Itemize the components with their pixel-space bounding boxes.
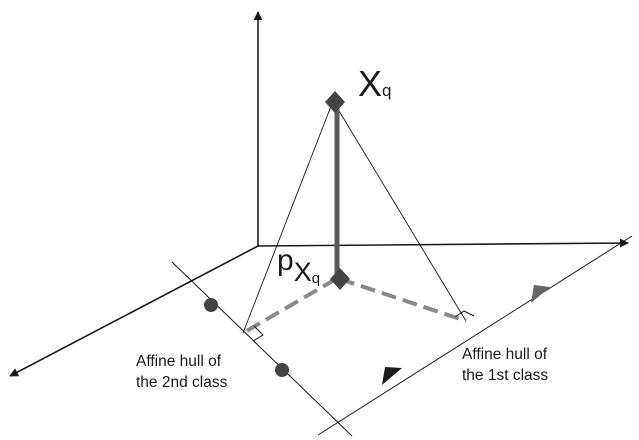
dashed-to-hull-2 [241, 277, 338, 335]
dashed-projections [241, 277, 467, 335]
projection-point-label: pXq [277, 244, 320, 287]
affine-hull-2nd-class-line [171, 261, 353, 437]
hull-1-direction-marker-lower [382, 367, 402, 385]
projection-point-marker [330, 268, 350, 290]
projection-edges [242, 100, 467, 334]
hull-1-direction-marker-upper [531, 285, 550, 303]
edge-to-hull-2 [242, 100, 334, 334]
right-angle-markers [252, 310, 475, 342]
hull-2-point-upper [204, 298, 218, 312]
right-angle-marker-hull-2 [252, 325, 264, 342]
affine-hull-1st-class-label: Affine hull of the 1st class [462, 346, 551, 384]
axes [9, 11, 629, 377]
query-point-label: Xq [358, 63, 391, 104]
affine-hull-1st-class-line [317, 235, 633, 436]
query-point-marker [325, 91, 345, 113]
affine-hulls [171, 235, 633, 437]
depth-axis [9, 245, 259, 377]
horizontal-axis [257, 238, 629, 248]
hull-2-point-lower [275, 363, 289, 377]
right-angle-marker-hull-1 [454, 310, 475, 318]
dashed-to-hull-1 [339, 277, 467, 323]
edge-to-hull-1 [332, 100, 467, 322]
affine-hull-2nd-class-label: Affine hull of the 2nd class [136, 353, 228, 391]
